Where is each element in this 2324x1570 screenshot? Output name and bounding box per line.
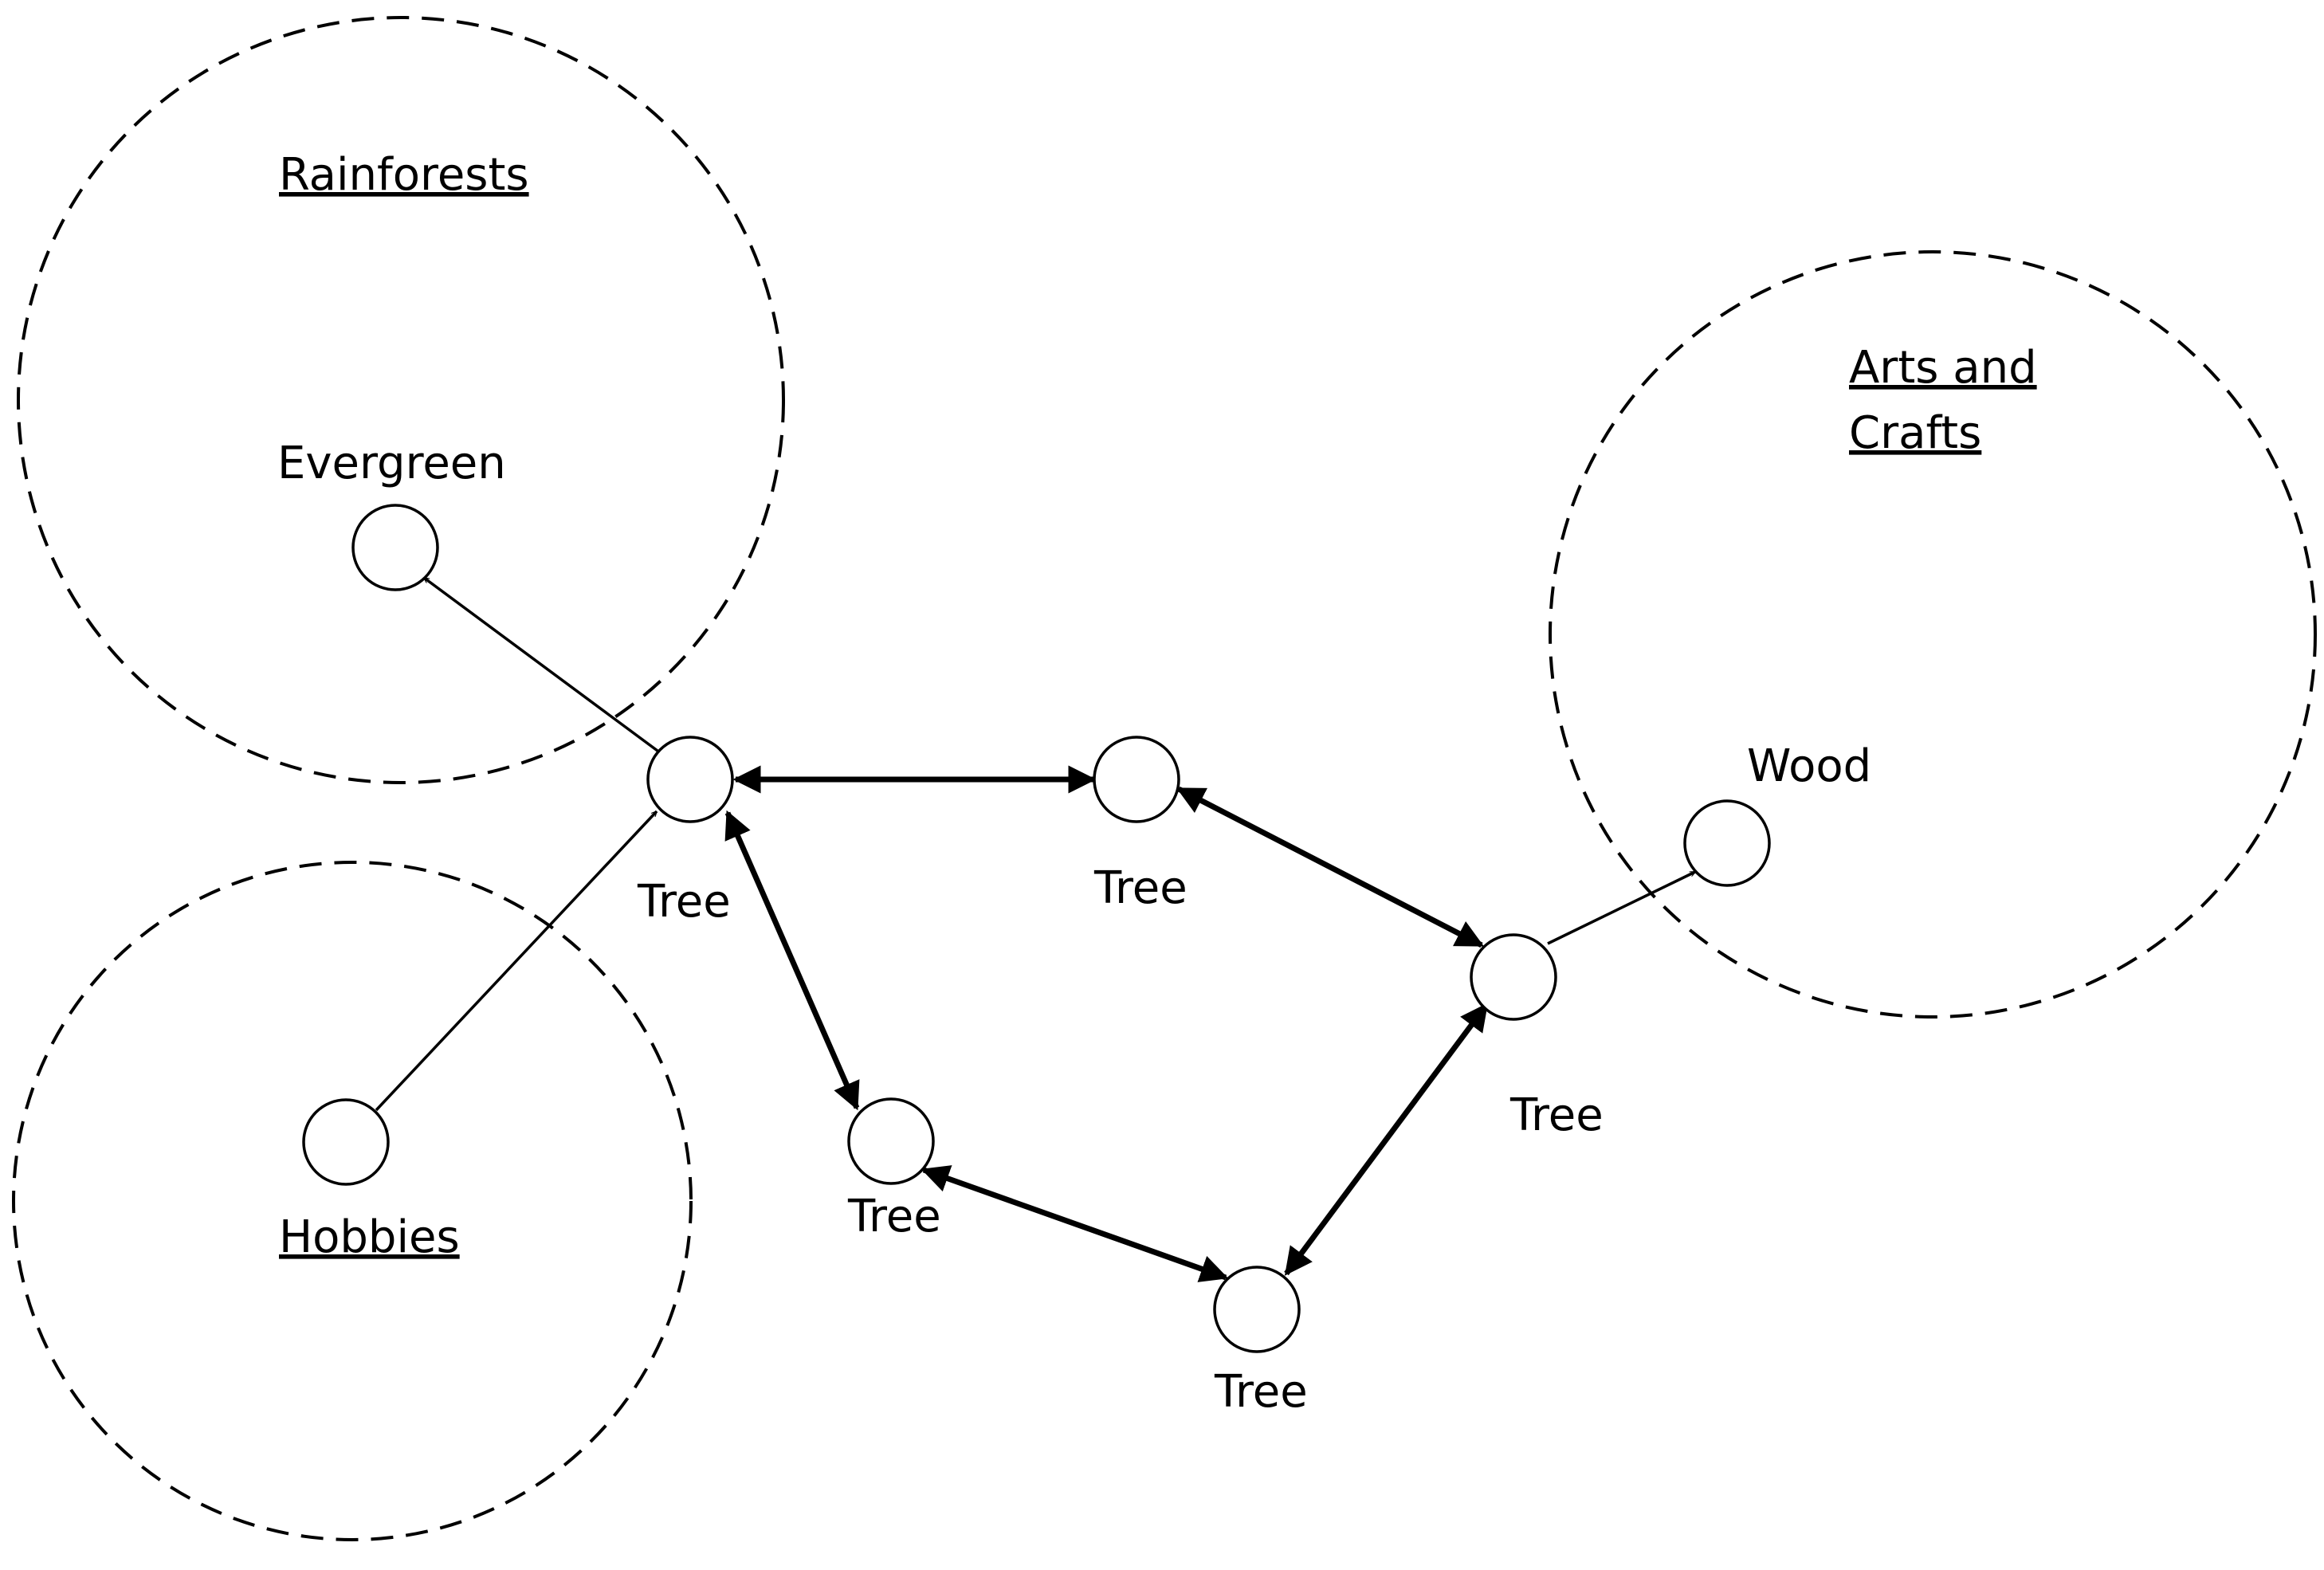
node-tree-1 [646,736,734,823]
region-title-arts-line2: Crafts [1849,407,1981,459]
edge-tree-to-evergreen [424,576,662,755]
edge-tree-tree-bottom [921,1165,1229,1282]
node-tree-3 [847,1097,935,1185]
region-title-rainforests: Rainforests [279,149,529,201]
node-wood [1683,799,1771,887]
label-tree-2: Tree [1093,862,1188,914]
label-tree-1: Tree [637,876,731,928]
region-hobbies [12,861,693,1541]
node-hobbies [302,1098,390,1186]
label-wood: Wood [1747,740,1871,792]
edge-tree-to-wood [1547,870,1695,945]
label-evergreen: Evergreen [277,438,506,489]
edges [375,576,1695,1282]
region-rainforests [17,16,785,784]
edge-tree-tree-down [724,810,860,1111]
label-tree-5: Tree [1509,1089,1604,1141]
region-title-arts-line1: Arts and [1849,342,2037,394]
node-tree-5 [1470,933,1557,1021]
label-tree-3: Tree [847,1191,941,1242]
node-tree-2 [1093,736,1180,823]
region-title-hobbies: Hobbies [279,1211,460,1263]
node-evergreen [351,504,439,591]
edge-tree-tree-up [1284,1003,1489,1276]
edge-tree-tree-right [1176,786,1485,948]
edge-hobbies-to-tree [375,810,658,1112]
region-arts-and-crafts [1549,250,2317,1019]
node-tree-4 [1213,1266,1301,1353]
label-tree-4: Tree [1214,1366,1308,1418]
